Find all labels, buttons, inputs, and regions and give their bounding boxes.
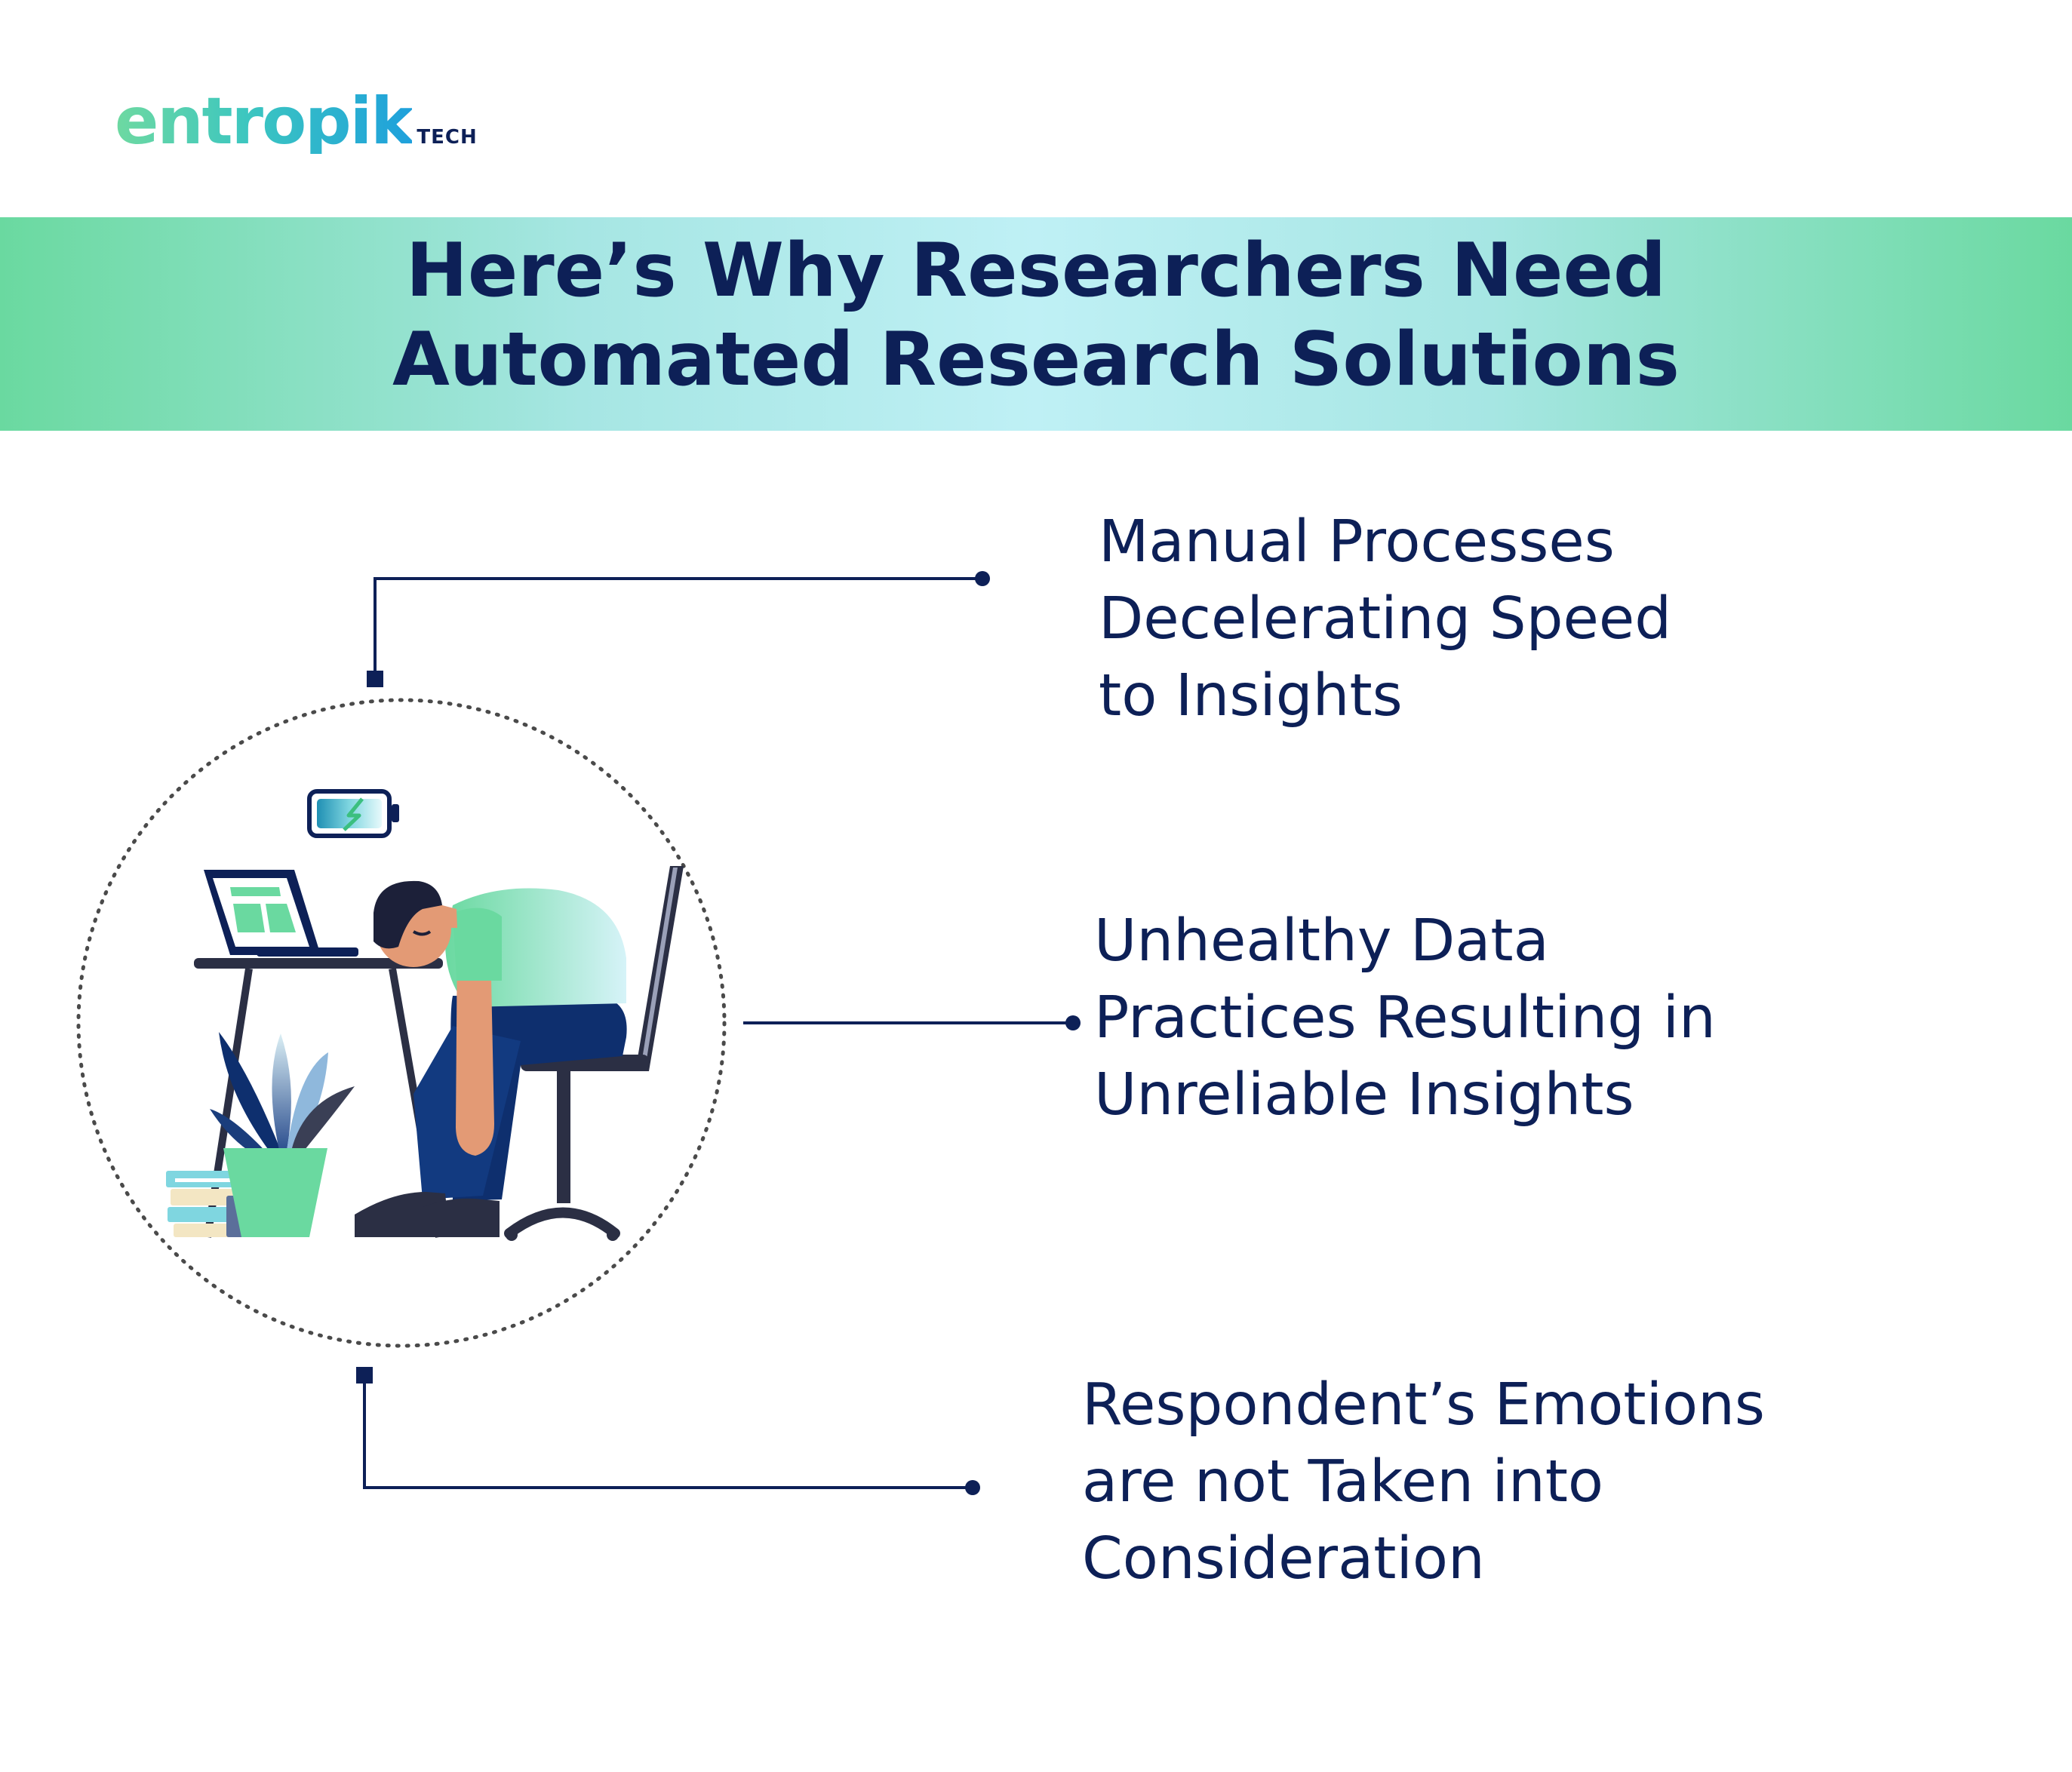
point-2-line-2: Practices Resulting in <box>1094 984 1716 1052</box>
tired-person <box>355 880 627 1237</box>
connector-2 <box>743 1015 1081 1030</box>
brand-logo: entropik TECH <box>115 89 478 154</box>
brand-suffix: TECH <box>417 126 478 149</box>
point-3-line-1: Respondent’s Emotions <box>1082 1371 1766 1439</box>
point-1-line-3: to Insights <box>1099 662 1403 729</box>
point-unhealthy-data: Unhealthy Data Practices Resulting in Un… <box>1094 903 1716 1134</box>
point-1-line-1: Manual Processes <box>1099 508 1615 576</box>
low-battery-icon <box>307 789 399 838</box>
connector-3 <box>356 1367 980 1495</box>
point-respondent-emotions: Respondent’s Emotions are not Taken into… <box>1082 1367 1765 1598</box>
dotted-circle-frame <box>76 698 727 1348</box>
point-2-line-1: Unhealthy Data <box>1094 907 1549 975</box>
page-title: Here’s Why Researchers Need Automated Re… <box>0 226 2072 404</box>
point-3-line-2: are not Taken into <box>1082 1448 1604 1516</box>
brand-name: entropik <box>115 84 413 159</box>
page-title-line-1: Here’s Why Researchers Need <box>405 228 1667 314</box>
title-banner <box>0 217 2072 431</box>
plant-icon <box>210 1032 355 1237</box>
laptop-icon <box>204 870 358 957</box>
point-2-line-3: Unreliable Insights <box>1094 1061 1634 1129</box>
point-1-line-2: Decelerating Speed <box>1099 585 1672 653</box>
point-3-line-3: Consideration <box>1082 1525 1485 1592</box>
point-manual-processes: Manual Processes Decelerating Speed to I… <box>1099 504 1671 735</box>
connector-1 <box>367 571 990 687</box>
page-title-line-2: Automated Research Solutions <box>392 317 1680 403</box>
